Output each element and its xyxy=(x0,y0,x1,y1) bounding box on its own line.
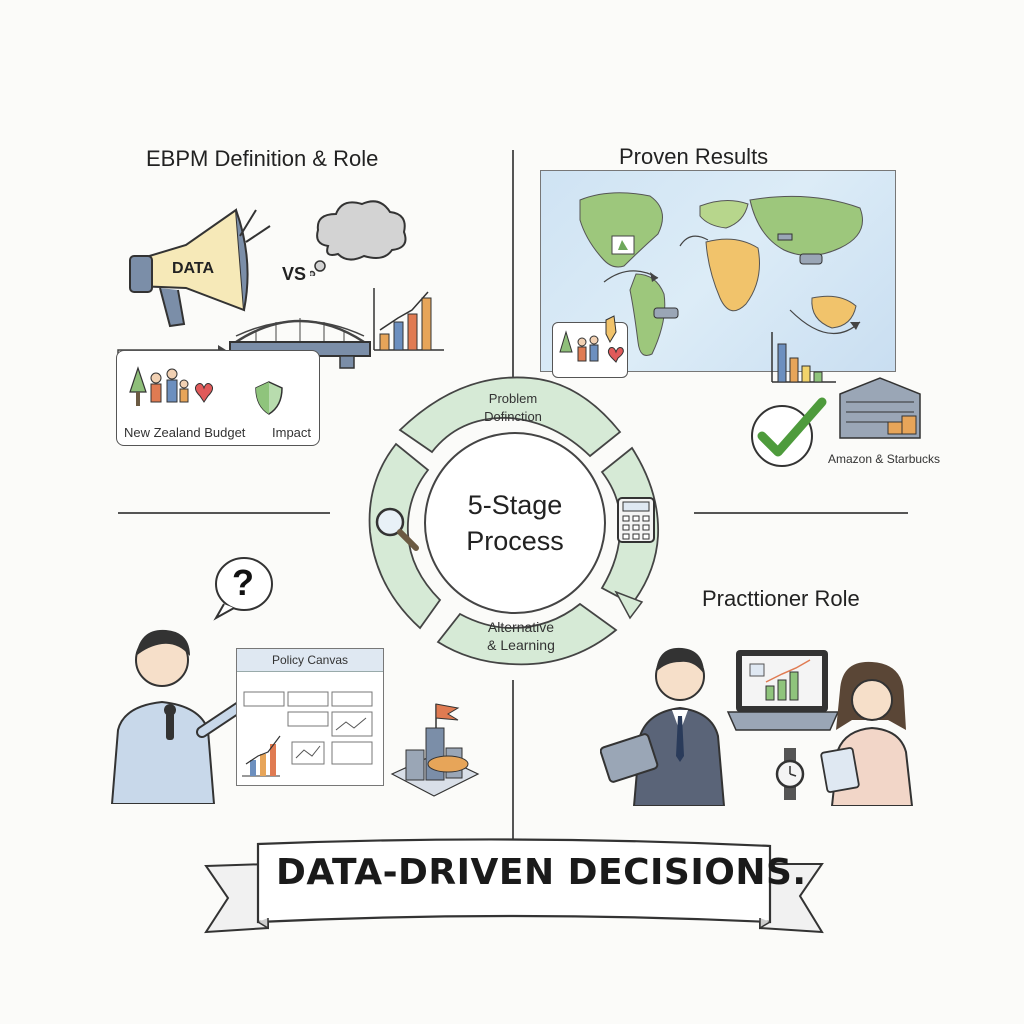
check-circle-icon xyxy=(751,397,827,467)
city-flag-illustration xyxy=(390,703,480,797)
woman-illustration xyxy=(820,661,914,806)
nz-budget-panel xyxy=(116,350,320,446)
laptop-icon xyxy=(726,650,840,731)
vs-label: VS xyxy=(282,264,307,284)
section-title-proven-results: Proven Results xyxy=(619,144,769,169)
divider-top-vertical xyxy=(512,150,514,390)
family-callout-icon xyxy=(559,315,624,363)
stage-bottom-line2: & Learning xyxy=(487,637,555,653)
stage-top-line1: Problem xyxy=(488,391,538,406)
watch-icon xyxy=(775,748,805,800)
section-title-ebpm: EBPM Definition & Role xyxy=(146,146,379,171)
megaphone-label: DATA xyxy=(172,260,215,277)
magnifier-icon xyxy=(375,507,419,551)
thought-cloud-icon xyxy=(310,200,407,276)
question-mark-text: ? xyxy=(232,562,254,603)
family-icon xyxy=(129,366,214,406)
stage-top-line2: Dofinction xyxy=(484,409,542,424)
calculator-icon xyxy=(617,497,655,543)
stage-label-problem-definition: Problem Dofinction xyxy=(458,390,568,426)
divider-left-horizontal xyxy=(118,512,330,514)
policy-canvas-title: Policy Canvas xyxy=(237,649,383,672)
center-label-line1: 5-Stage xyxy=(467,490,563,520)
center-label-line2: Process xyxy=(466,526,564,556)
ribbon-banner xyxy=(204,838,824,934)
nz-budget-caption: New Zealand Budget xyxy=(124,425,246,440)
center-process-circle: 5-Stage Process xyxy=(424,432,606,614)
banner-text: DATA-DRIVEN DECISIONS. xyxy=(276,852,807,893)
amazon-starbucks-caption: Amazon & Starbucks xyxy=(828,452,941,466)
impact-caption: Impact xyxy=(272,425,312,440)
divider-right-horizontal xyxy=(694,512,908,514)
stage-label-alternative-learning: Alternative & Learning xyxy=(466,618,576,654)
results-bar-chart-icon xyxy=(771,332,836,383)
bar-chart-icon xyxy=(373,288,444,351)
megaphone-illustration xyxy=(129,208,249,328)
world-map-illustration xyxy=(579,192,863,356)
presenter-illustration xyxy=(110,629,250,804)
businessman-illustration xyxy=(600,647,726,806)
policy-canvas-content xyxy=(242,691,373,777)
divider-bottom-vertical xyxy=(512,680,514,840)
speech-bubble-icon xyxy=(213,557,273,621)
stage-bottom-line1: Alternative xyxy=(487,619,555,635)
sound-lines-icon xyxy=(239,209,271,243)
warehouse-icon xyxy=(839,377,921,439)
shield-icon xyxy=(255,381,283,415)
section-title-practitioner-role: Practtioner Role xyxy=(702,586,860,611)
